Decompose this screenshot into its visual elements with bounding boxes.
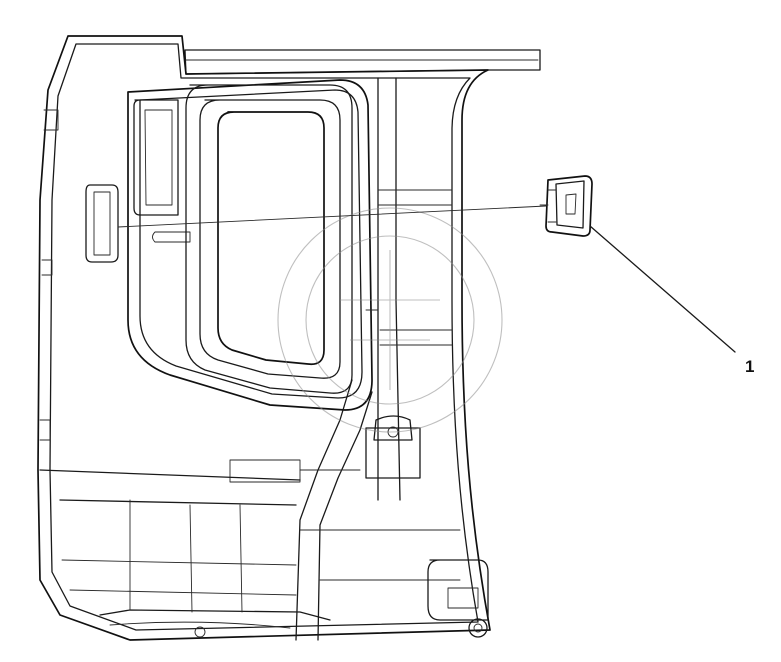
mounting-bracket: [365, 415, 421, 479]
corner-recess: [427, 559, 489, 638]
upper-panel-details: [85, 99, 191, 263]
part-1-switch-housing: [539, 175, 593, 237]
left-edge-rail: [39, 109, 59, 441]
callout-1-label: 1: [745, 357, 754, 376]
lower-kick-panel: [39, 469, 461, 638]
callout-1-leader-line: [589, 225, 736, 353]
belt-moulding: [229, 379, 373, 641]
watermark: [277, 207, 503, 433]
window-frame: [127, 79, 373, 411]
installation-alignment-line: [117, 205, 547, 228]
right-pillar: [365, 77, 453, 501]
trim-panel-outline: [37, 35, 491, 641]
